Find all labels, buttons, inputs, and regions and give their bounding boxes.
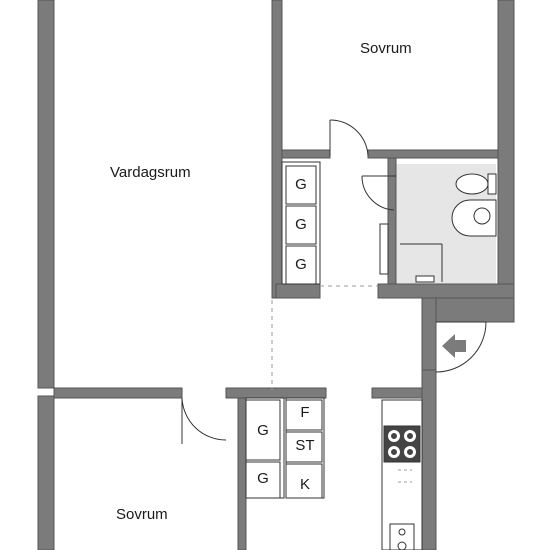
lower-cabinets — [245, 397, 325, 499]
cabinet-label-hall-3: G — [295, 256, 307, 273]
sink-icon — [389, 523, 415, 550]
room-label-sovrum-bottom: Sovrum — [116, 506, 168, 523]
cabinet-label-lower-1: G — [257, 422, 269, 439]
cabinet-label-freezer: F — [300, 404, 310, 421]
room-label-vardagsrum: Vardagsrum — [110, 164, 191, 181]
stove-icon — [383, 425, 421, 463]
cabinet-label-hall-2: G — [295, 216, 307, 233]
cabinet-label-lower-2: G — [257, 470, 269, 487]
hall-wardrobes — [281, 161, 321, 285]
walls — [37, 0, 515, 550]
cabinet-label-stove-cab: ST — [295, 437, 315, 454]
washbasin-icon — [451, 199, 497, 237]
entrance-arrow-icon — [442, 334, 466, 358]
hall-closet — [379, 223, 389, 275]
cabinet-label-hall-1: G — [295, 176, 307, 193]
room-label-sovrum-top: Sovrum — [360, 40, 412, 57]
cabinet-label-fridge: K — [299, 476, 310, 493]
shower-icon — [400, 243, 443, 283]
counter-dashes — [398, 469, 412, 483]
door-swing-icon — [181, 119, 487, 444]
toilet-icon — [455, 173, 497, 195]
